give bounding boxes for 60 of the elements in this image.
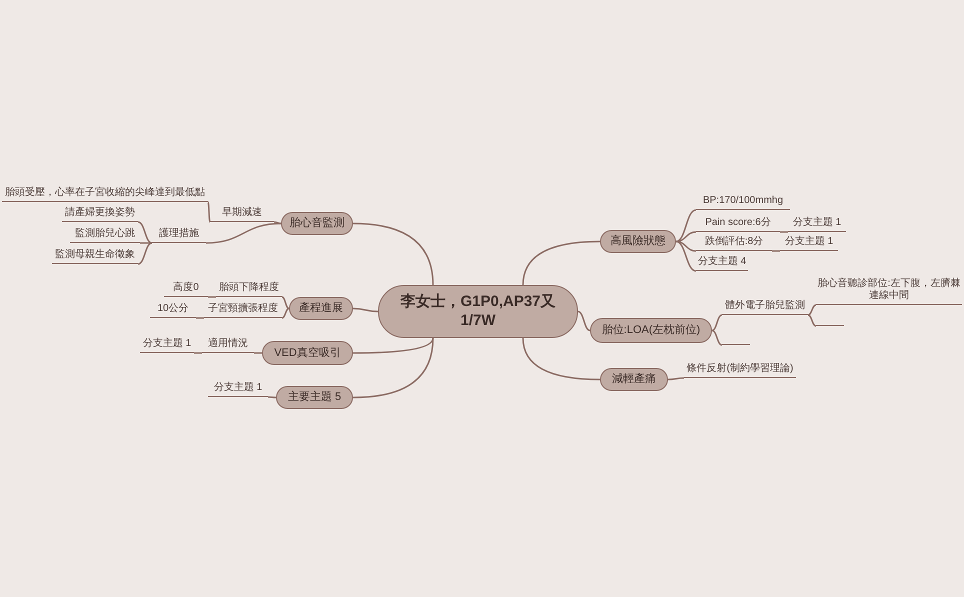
branch-label: 子宮頸擴張程度 [204, 302, 282, 318]
branch-connector [207, 202, 211, 222]
branch-label: 適用情況 [202, 337, 254, 353]
central-topic: 李女士，G1P0,AP37又1/7W [378, 285, 578, 338]
branch-connector [352, 308, 378, 312]
branch-connector [772, 250, 780, 252]
branch-label: 跌倒評估:8分 [696, 235, 772, 251]
branch-connector [282, 308, 290, 319]
branch-connector [808, 314, 816, 327]
topic-box: 產程進展 [289, 297, 353, 320]
branch-label: 條件反射(制約學習理論) [684, 362, 796, 378]
branch-connector [194, 352, 202, 354]
branch-label: 監測母親生命徵象 [52, 248, 138, 264]
branch-label: 分支主題 1 [780, 235, 838, 251]
branch-connector [196, 317, 204, 319]
branch-label: 胎心音聽診部位:左下腹，左臍棘連線中間 [816, 275, 962, 305]
branch-connector [254, 352, 262, 354]
branch-label: BP:170/100mmhg [696, 194, 790, 210]
branch-connector [676, 240, 696, 272]
branch-connector [206, 222, 282, 244]
branch-label: 高度0 [164, 281, 208, 297]
branch-connector [282, 296, 290, 310]
branch-connector [522, 338, 600, 380]
branch-connector [808, 304, 816, 316]
branch-connector [138, 221, 152, 244]
branch-connector [353, 338, 434, 354]
branch-connector [208, 296, 216, 298]
branch-connector [140, 242, 152, 244]
branch-label: 胎頭下降程度 [216, 281, 282, 297]
branch-label: 分支主題 1 [140, 337, 194, 353]
branch-label: 分支主題 1 [788, 216, 846, 232]
branch-connector [578, 310, 590, 332]
topic-box: 高風險狀態 [600, 230, 676, 253]
branch-connector [780, 231, 788, 233]
branch-connector [668, 377, 684, 380]
topic-box: 減輕產痛 [600, 368, 668, 391]
branch-label: 早期減速 [210, 206, 274, 222]
branch-label: 10公分 [150, 302, 196, 318]
topic-box: VED真空吸引 [262, 341, 353, 365]
branch-label: 分支主題 4 [696, 255, 748, 271]
branch-label: 護理措施 [152, 227, 206, 243]
branch-connector [268, 396, 276, 398]
branch-label: 監測胎兒心跳 [70, 227, 140, 243]
branch-connector [352, 222, 434, 286]
branch-connector [676, 209, 696, 242]
branch-connector [522, 240, 600, 286]
branch-connector [352, 338, 434, 398]
branch-label: 請產婦更換姿勢 [62, 206, 138, 222]
branch-label: 分支主題 1 [208, 381, 268, 397]
topic-box: 胎心音監測 [281, 212, 353, 235]
branch-label: 體外電子胎兒監測 [722, 299, 808, 315]
branch-label: 胎頭受壓，心率在子宮收縮的尖峰達到最低點 [2, 186, 208, 202]
empty-branch-line [722, 341, 750, 345]
branch-connector [138, 242, 152, 265]
topic-box: 胎位:LOA(左枕前位) [590, 318, 712, 343]
topic-box: 主要主題 5 [276, 386, 353, 409]
branch-connector [712, 314, 722, 332]
branch-label: Pain score:6分 [696, 216, 780, 232]
empty-branch-line [816, 322, 844, 326]
branch-connector [712, 330, 722, 346]
